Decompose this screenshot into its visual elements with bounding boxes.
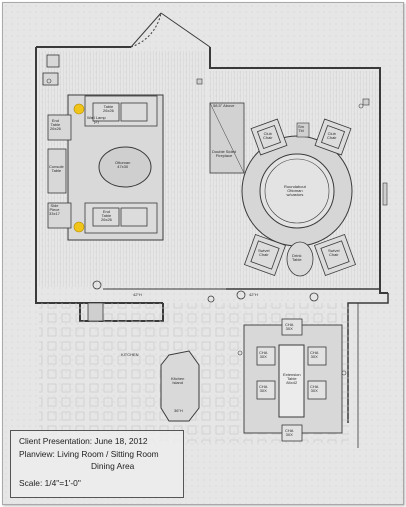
- label-chair-1: CHA 30X: [285, 322, 294, 332]
- title-line-scale: Scale: 1/4"=1'-0": [19, 478, 81, 488]
- center-ottoman: [98, 146, 152, 188]
- lamp-bottom: [73, 221, 85, 233]
- label-dining-table: Extension Table 84x42: [283, 372, 301, 386]
- label-chair-5: CHA 30X: [310, 350, 319, 360]
- sofa-bottom: [84, 202, 158, 234]
- floor-plan: [3, 3, 403, 504]
- drink-table: [286, 241, 314, 277]
- label-height-left: 42"H: [133, 292, 142, 297]
- label-height-right: 42"H: [249, 292, 258, 297]
- label-chair-4: CHA 30X: [259, 384, 268, 394]
- chair-bottom-left: [243, 233, 287, 277]
- label-chair-2: CHA 30X: [285, 428, 294, 438]
- chair-bottom-right: [313, 233, 357, 277]
- columns: [92, 280, 319, 303]
- title-block: Client Presentation: June 18, 2012 Planv…: [10, 430, 184, 498]
- lamp-top: [73, 103, 85, 115]
- label-chair-3: CHA 30X: [259, 350, 268, 360]
- dining-table: [278, 344, 305, 418]
- wall-fixtures: [196, 78, 388, 206]
- label-console-left: Console Table: [49, 164, 64, 174]
- label-fireplace: Double Sided Fireplace: [212, 149, 237, 159]
- label-small-table: Sm Tbl: [298, 124, 304, 134]
- title-line-date: Client Presentation: June 18, 2012: [19, 436, 148, 446]
- kitchen-island: [160, 350, 200, 422]
- label-end-table-lower: End Table 26x26: [101, 209, 112, 223]
- label-end-table-left: End Table 26x26: [50, 118, 61, 132]
- label-island-height: 36"H: [174, 408, 183, 413]
- round-ottoman: [259, 153, 335, 229]
- label-table-top: Table 26x26: [103, 104, 114, 114]
- label-chair-6: CHA 30X: [310, 384, 319, 394]
- chair-top-right: [314, 118, 352, 156]
- label-ottoman-center: Ottoman 47x30: [115, 160, 131, 170]
- label-side-piece-left: Side Piece 33x17: [49, 203, 60, 217]
- label-above: 58.5" Above: [213, 103, 235, 108]
- small-table-top: [296, 122, 310, 138]
- label-chair-tl: Club Chair: [263, 131, 273, 141]
- label-round-center: Roundabout Ottoman w/castors: [284, 184, 306, 198]
- chair-top-left: [250, 118, 288, 156]
- outlet-markers: [46, 78, 364, 376]
- label-chair-bl: Swivel Chair: [258, 248, 270, 258]
- dining-chairs: [256, 318, 327, 442]
- left-furniture: [42, 54, 72, 229]
- sofa-top: [84, 95, 158, 127]
- entry-door: [130, 12, 211, 48]
- round-inner: [264, 158, 330, 224]
- label-chair-br: Swivel Chair: [328, 248, 340, 258]
- niche: [87, 302, 104, 322]
- label-island: Kitchen Island: [171, 376, 185, 386]
- label-kitchen: KITCHEN: [121, 352, 139, 357]
- label-chair-tr: Club Chair: [327, 131, 337, 141]
- label-small-round: Drink Table: [292, 253, 302, 263]
- title-line-dining: Dining Area: [91, 461, 135, 471]
- label-lamp-top: Wall Lamp (2): [87, 115, 106, 125]
- title-line-planview: Planview: Living Room / Sitting Room: [19, 449, 159, 459]
